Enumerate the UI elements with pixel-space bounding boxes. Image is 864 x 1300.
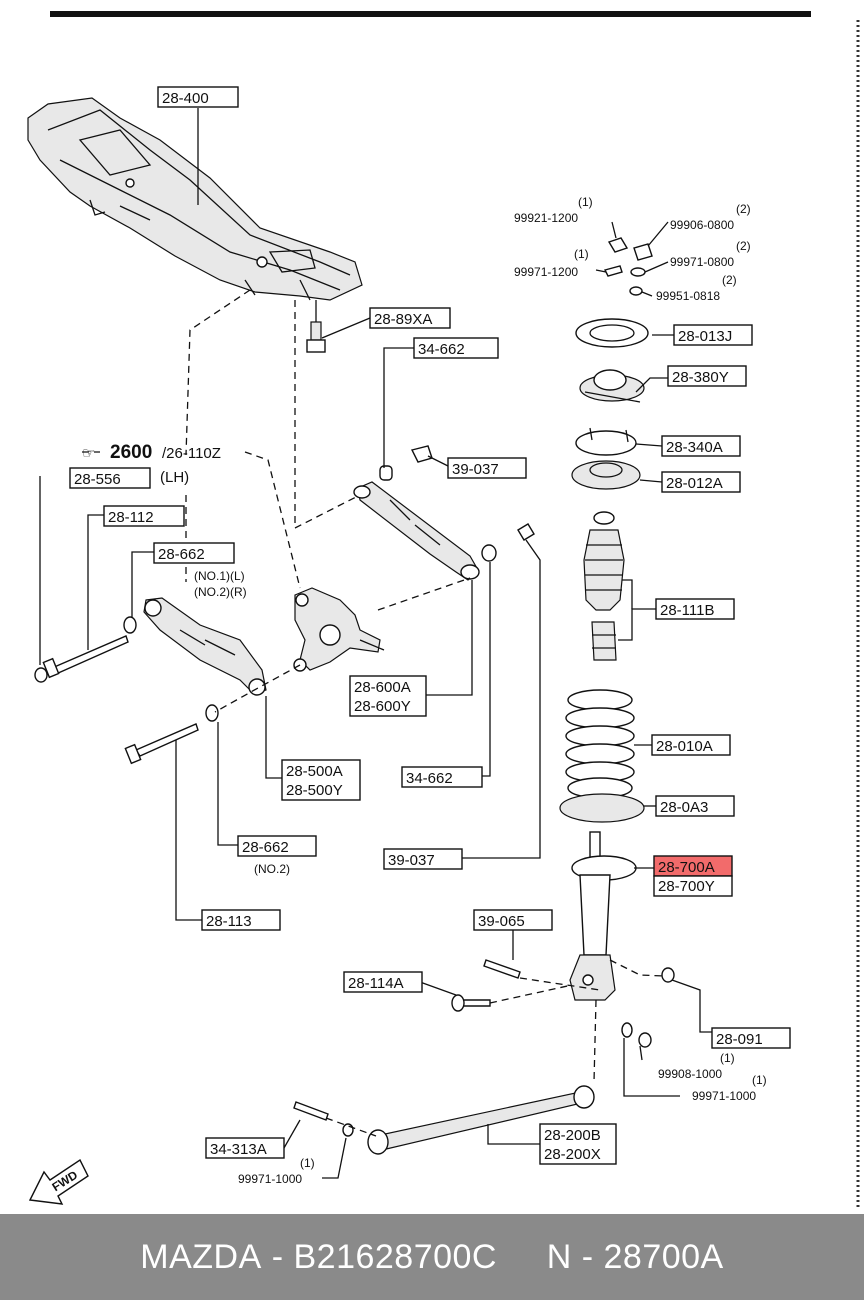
label-99921-1200: 99921-1200: [514, 211, 578, 225]
bolt-28-89xa-drawing: [306, 300, 326, 353]
label-99951-0818: 99951-0818: [656, 289, 720, 303]
footer-catalog-part: N - 28700A: [546, 1237, 724, 1276]
label-28-200x: 28-200X: [544, 1146, 601, 1163]
qty-99971-0800: (2): [736, 239, 751, 253]
label-28-700a: 28-700A: [658, 859, 715, 876]
label-no2: (NO.2): [254, 862, 290, 876]
qty-99971-1200: (1): [574, 247, 589, 261]
label-39-065: 39-065: [478, 913, 525, 930]
leader-lines: [39, 108, 712, 1179]
strut-28-700a-drawing: [569, 831, 637, 1001]
footer-gap: [497, 1238, 547, 1277]
callout-boxes: [69, 86, 791, 1165]
mount-28-380y-drawing: [579, 369, 645, 403]
label-99971-1000-left: 99971-1000: [238, 1172, 302, 1186]
label-34-662-top: 34-662: [418, 341, 465, 358]
label-28-600y: 28-600Y: [354, 698, 411, 715]
label-28-500a: 28-500A: [286, 763, 343, 780]
label-28-091: 28-091: [716, 1031, 763, 1048]
bumper-28-111b-drawing: [583, 511, 625, 661]
label-2600-ref: /26-110Z: [162, 445, 221, 462]
upper-nuts-drawing: [603, 237, 653, 296]
label-28-113: 28-113: [206, 913, 252, 930]
strut-bolts-drawing: [451, 959, 675, 1048]
qty-28-091: (1): [720, 1051, 735, 1065]
footer-oem-part: B21628700C: [293, 1237, 497, 1276]
label-28-340a: 28-340A: [666, 439, 723, 456]
label-no1-l: (NO.1)(L): [194, 569, 245, 583]
footer-brand: MAZDA: [140, 1237, 262, 1276]
label-28-012a: 28-012A: [666, 475, 723, 492]
label-34-662-bottom: 34-662: [406, 770, 453, 787]
bolt-28-112-drawing: [34, 635, 129, 683]
label-28-500y: 28-500Y: [286, 782, 343, 799]
label-2600: 2600: [110, 442, 152, 463]
label-lh: (LH): [160, 469, 189, 486]
crossmember-drawing: [27, 97, 363, 301]
part-number-footer: MAZDA - B21628700C N - 28700A: [0, 1214, 864, 1300]
bolt-28-113-drawing: [124, 723, 199, 765]
spring-28-010a-drawing: [565, 689, 635, 799]
qty-99951: (2): [722, 273, 737, 287]
label-99971-1200: 99971-1200: [514, 265, 578, 279]
label-39-037-top: 39-037: [452, 461, 499, 478]
label-28-010a: 28-010A: [656, 738, 713, 755]
label-28-700y: 28-700Y: [658, 878, 715, 895]
label-28-662-bottom: 28-662: [242, 839, 289, 856]
label-28-89xa: 28-89XA: [374, 311, 432, 328]
label-28-380y: 28-380Y: [672, 369, 729, 386]
qty-99906: (2): [736, 202, 751, 216]
knuckle-ref-icon: ☞: [82, 445, 95, 462]
qty-99921: (1): [578, 195, 593, 209]
insulator-28-0a3-drawing: [559, 793, 645, 823]
label-28-200b: 28-200B: [544, 1127, 601, 1144]
label-28-111b: 28-111B: [660, 602, 715, 619]
label-28-013j: 28-013J: [678, 328, 732, 345]
label-99971-1000-right: 99971-1000: [692, 1089, 756, 1103]
label-28-600a: 28-600A: [354, 679, 411, 696]
trailing-link-28-200b-drawing: [293, 1085, 595, 1155]
lower-arm-drawing: [123, 597, 267, 722]
label-28-0a3: 28-0A3: [660, 799, 708, 816]
label-34-313a: 34-313A: [210, 1141, 267, 1158]
label-99906-0800: 99906-0800: [670, 218, 734, 232]
label-99908-1000: 99908-1000: [658, 1067, 722, 1081]
top-rule: [50, 11, 811, 17]
qty-99971-1000-right: (1): [752, 1073, 767, 1087]
label-28-400: 28-400: [162, 90, 209, 107]
fwd-arrow-drawing: [28, 1158, 89, 1205]
lateral-link-drawing: [353, 445, 535, 581]
footer-separator: -: [261, 1237, 294, 1276]
mount-28-013j-drawing: [575, 318, 649, 348]
labels: 28-400 28-89XA 34-662 39-037 ☞ 2600 /26-…: [50, 90, 767, 1194]
label-28-114a: 28-114A: [348, 975, 404, 992]
seat-28-340a-drawing: [575, 427, 637, 456]
label-no2-r: (NO.2)(R): [194, 585, 247, 599]
parts-diagram: 28-400 28-89XA 34-662 39-037 ☞ 2600 /26-…: [27, 11, 860, 1210]
label-28-662-top: 28-662: [158, 546, 205, 563]
label-99971-0800: 99971-0800: [670, 255, 734, 269]
label-39-037-bottom: 39-037: [388, 852, 435, 869]
label-28-112: 28-112: [108, 509, 154, 526]
seat-28-012a-drawing: [571, 460, 641, 490]
label-28-556: 28-556: [74, 471, 121, 488]
knuckle-drawing: [293, 587, 385, 672]
qty-99971-1000-left: (1): [300, 1156, 315, 1170]
